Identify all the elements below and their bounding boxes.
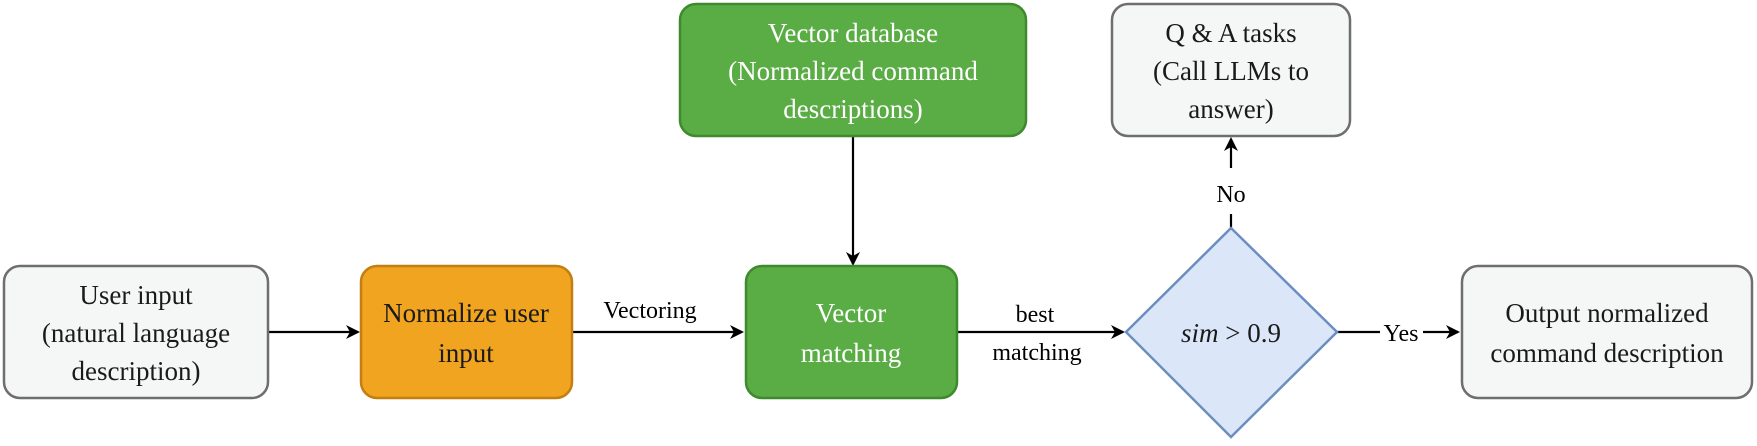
vector-matching-line-2: matching	[801, 338, 901, 368]
decision-variable: sim	[1181, 318, 1219, 348]
node-vector-database: Vector database (Normalized command desc…	[678, 2, 1028, 138]
label-yes: Yes	[1384, 321, 1419, 347]
edges	[268, 136, 1460, 339]
qa-line-3: answer)	[1188, 94, 1273, 124]
node-user-input: User input (natural language description…	[2, 264, 270, 400]
qa-line-1: Q & A tasks	[1165, 18, 1296, 48]
vector-db-line-1: Vector database	[768, 18, 938, 48]
user-input-line-1: User input	[79, 280, 193, 310]
node-qa-tasks: Q & A tasks (Call LLMs to answer)	[1110, 2, 1352, 138]
user-input-line-3: description)	[72, 356, 201, 386]
node-output: Output normalized command description	[1460, 264, 1754, 400]
node-decision: sim > 0.9	[1124, 226, 1339, 439]
node-normalize: Normalize user input	[359, 264, 574, 400]
vector-matching-line-1: Vector	[816, 298, 886, 328]
output-line-1: Output normalized	[1505, 298, 1709, 328]
decision-condition: sim > 0.9	[1181, 318, 1281, 348]
label-vectoring: Vectoring	[603, 298, 696, 324]
vector-db-line-2: (Normalized command	[728, 56, 978, 86]
qa-line-2: (Call LLMs to	[1153, 56, 1309, 86]
normalize-line-2: input	[438, 338, 494, 368]
edge-labels: Vectoring best matching No Yes	[603, 182, 1418, 366]
user-input-line-2: (natural language	[42, 318, 230, 348]
label-best: best	[1016, 302, 1055, 328]
normalize-line-1: Normalize user	[383, 298, 549, 328]
label-matching: matching	[992, 340, 1081, 366]
label-no: No	[1216, 182, 1245, 208]
node-vector-matching: Vector matching	[744, 264, 959, 400]
decision-threshold: > 0.9	[1219, 318, 1281, 348]
vector-db-line-3: descriptions)	[783, 94, 922, 124]
output-line-2: command description	[1490, 338, 1724, 368]
